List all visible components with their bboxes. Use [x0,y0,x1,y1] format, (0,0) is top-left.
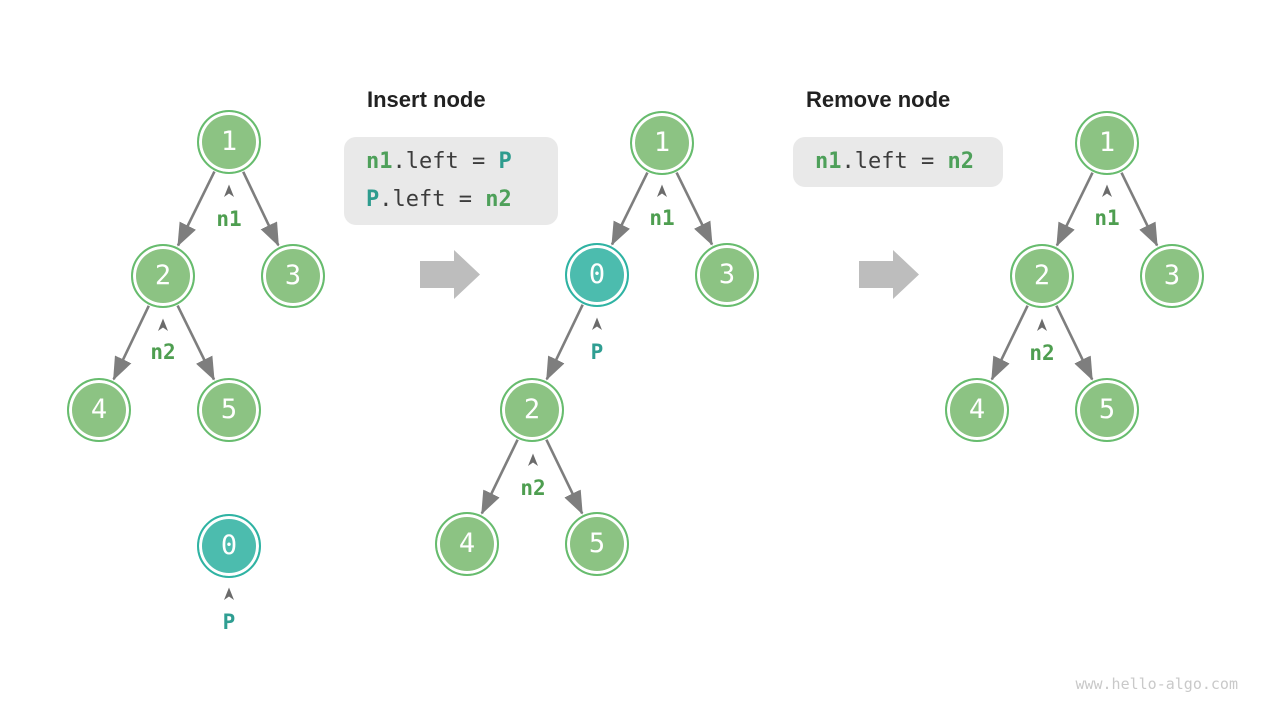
code-line: n1.left = n2 [793,143,1003,181]
tree-node-before-0: 0 [197,514,261,578]
pointer-label-n2: n2 [520,476,546,500]
tree-node-removed-5: 5 [1075,378,1139,442]
pointer-label-n2: n2 [1029,341,1055,365]
code-token: .left = [379,187,486,212]
tree-edge-arrow [545,304,584,381]
code-token: P [498,149,512,174]
tree-node-inserted-2: 2 [500,378,564,442]
pointer-caret-icon [528,453,538,466]
flow-arrow-icon [859,250,919,299]
tree-node-before-5: 5 [197,378,261,442]
remove-section-title: Remove node [806,87,951,112]
insert-section-title: Insert node [367,87,486,112]
tree-node-removed-2: 2 [1010,244,1074,308]
pointer-caret-icon [1037,318,1047,331]
watermark: www.hello-algo.com [1075,675,1238,693]
code-token: .left = [392,149,499,174]
tree-node-inserted-4: 4 [435,512,499,576]
tree-node-before-3: 3 [261,244,325,308]
tree-edge-arrow [480,439,519,515]
code-token: .left = [841,149,948,174]
tree-edge-arrow [990,305,1029,381]
pointer-label-n1: n1 [649,206,675,230]
tree-node-removed-3: 3 [1140,244,1204,308]
pointer-caret-icon [158,318,168,331]
insert-code-box: n1.left = P P.left = n2 [344,137,558,225]
tree-node-before-1: 1 [197,110,261,174]
tree-node-inserted-0: 0 [565,243,629,307]
tree-edge-arrow [242,171,280,247]
tree-node-inserted-1: 1 [630,111,694,175]
tree-edge-arrow [1055,172,1094,247]
remove-code-box: n1.left = n2 [793,137,1003,187]
code-token: n2 [947,149,974,174]
code-line: n1.left = P [344,143,558,181]
tree-edge-arrow [176,305,216,381]
tree-node-removed-4: 4 [945,378,1009,442]
code-line: P.left = n2 [344,181,558,219]
pointer-label-n1: n1 [216,207,242,231]
tree-edge-arrow [1120,172,1159,247]
tree-edge-arrow [1055,305,1094,381]
tree-edge-arrow [176,171,216,247]
pointer-caret-icon [224,184,234,197]
tree-node-inserted-5: 5 [565,512,629,576]
tree-edge-arrow [545,439,584,515]
tree-edge-arrow [675,172,714,246]
tree-edge-arrow [112,305,150,381]
pointer-label-P: P [222,610,236,634]
code-token: n2 [485,187,512,212]
pointer-caret-icon [657,184,667,197]
code-token: P [366,187,380,212]
tree-edge-arrow [610,172,649,246]
code-token: n1 [815,149,842,174]
tree-node-inserted-3: 3 [695,243,759,307]
pointer-label-n1: n1 [1094,206,1120,230]
tree-node-before-4: 4 [67,378,131,442]
pointer-label-P: P [590,340,604,364]
pointer-caret-icon [592,317,602,330]
pointer-caret-icon [1102,184,1112,197]
tree-node-before-2: 2 [131,244,195,308]
flow-arrow-icon [420,250,480,299]
pointer-caret-icon [224,587,234,600]
pointer-label-n2: n2 [150,340,176,364]
tree-node-removed-1: 1 [1075,111,1139,175]
code-token: n1 [366,149,393,174]
